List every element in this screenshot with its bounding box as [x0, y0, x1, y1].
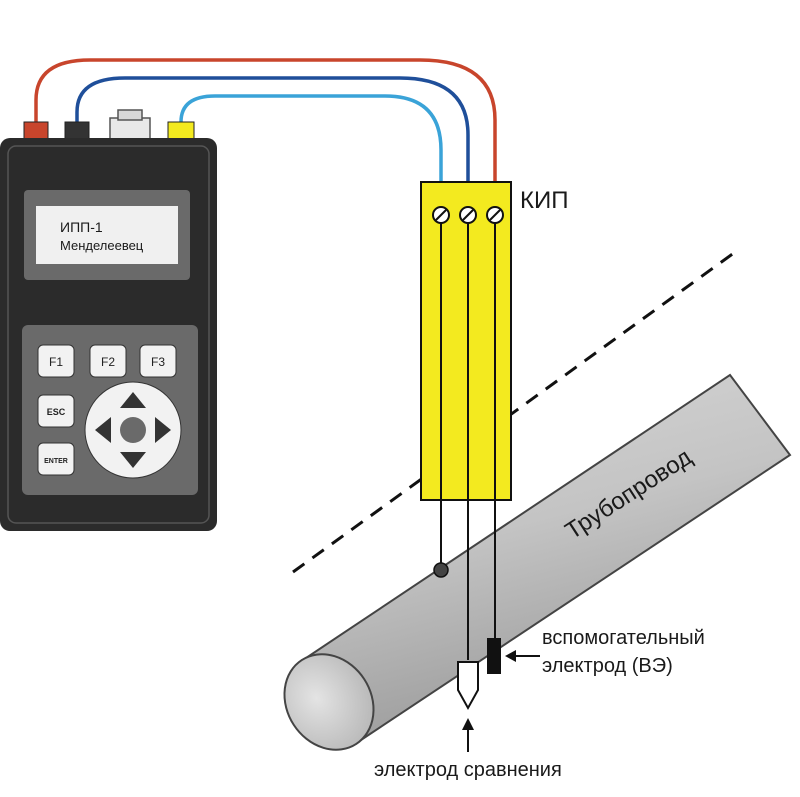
svg-text:ESC: ESC: [47, 407, 66, 417]
wire-dark-blue: [75, 76, 470, 210]
terminal-screw-3: [486, 206, 504, 224]
auxiliary-electrode: [487, 638, 501, 674]
connector-black: [64, 121, 90, 141]
key-f1[interactable]: F1: [37, 344, 75, 378]
pipe-contact-point: [433, 562, 449, 578]
connector-white-usb: [109, 109, 151, 141]
terminal-screw-2: [459, 206, 477, 224]
pipeline-end-cap: [283, 653, 375, 751]
reference-electrode-label: электрод сравнения: [374, 759, 562, 781]
arrow-right-icon[interactable]: [155, 417, 171, 443]
kip-label: КИП: [520, 187, 568, 214]
arrow-left-icon[interactable]: [95, 417, 111, 443]
wire-light-blue: [179, 94, 443, 210]
connector-yellow: [167, 121, 195, 141]
ground-level-dashed-line: [292, 248, 739, 574]
screen-line-1: ИПП-1: [60, 219, 103, 235]
arrow-down-icon[interactable]: [120, 452, 146, 468]
arrow-up-icon[interactable]: [120, 392, 146, 408]
connector-red: [23, 121, 49, 141]
electrode-leads: [440, 500, 496, 660]
arrow-to-aux-electrode: [505, 650, 540, 662]
reference-electrode: [457, 661, 479, 711]
svg-text:F2: F2: [101, 355, 115, 369]
aux-electrode-label-line2: электрод (ВЭ): [542, 655, 673, 677]
aux-electrode-label-line1: вспомогательный: [542, 627, 705, 649]
key-f2[interactable]: F2: [89, 344, 127, 378]
wire-red: [34, 58, 497, 210]
svg-text:ENTER: ENTER: [44, 458, 68, 465]
direction-pad[interactable]: [84, 381, 182, 479]
wires: [34, 58, 497, 210]
pipeline: Трубопровод: [283, 373, 792, 751]
arrow-to-reference-electrode: [462, 718, 474, 752]
key-f3[interactable]: F3: [139, 344, 177, 378]
kip-terminal-box: КИП: [420, 181, 568, 501]
terminal-screw-1: [432, 206, 450, 224]
key-enter[interactable]: ENTER: [37, 442, 75, 476]
svg-text:F1: F1: [49, 355, 63, 369]
meter-device: ИПП-1 Менделеевец F1 F2 F3 ESC ENTER: [0, 109, 217, 531]
svg-text:F3: F3: [151, 355, 165, 369]
device-screen: [36, 206, 178, 264]
key-esc[interactable]: ESC: [37, 394, 75, 428]
screen-line-2: Менделеевец: [60, 238, 144, 253]
